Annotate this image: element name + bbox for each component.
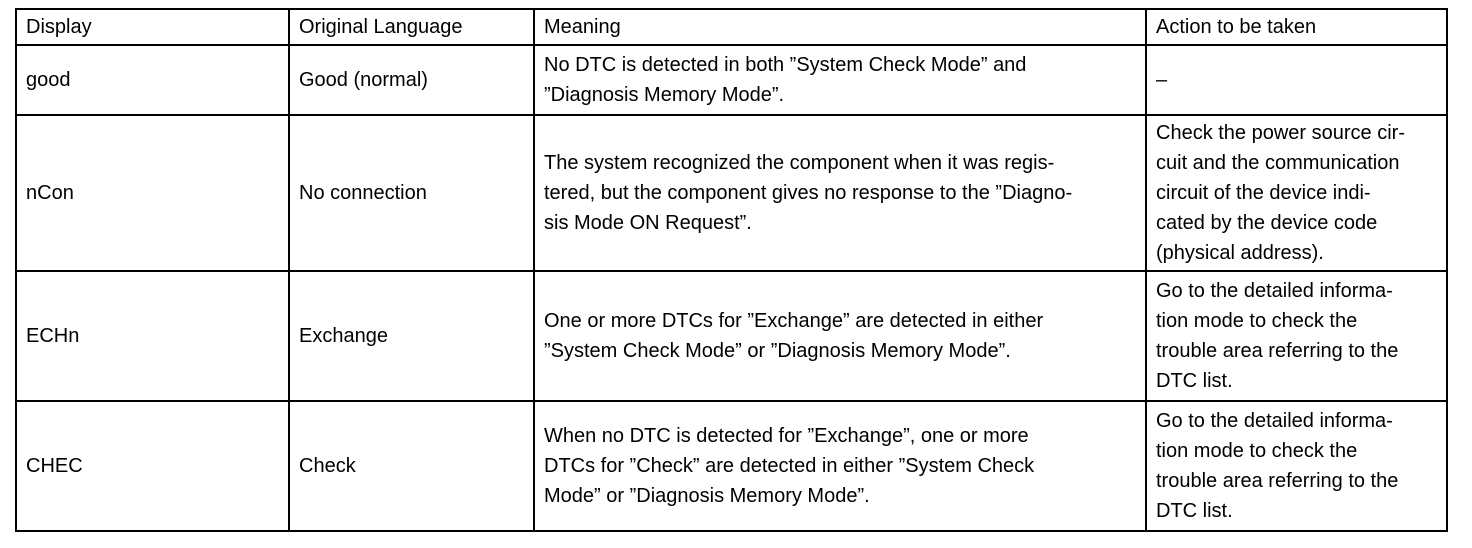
- dtc-display-table: Display Original Language Meaning Action…: [15, 8, 1448, 532]
- cell-display: ECHn: [15, 270, 290, 402]
- table-row: ECHn Exchange One or more DTCs for ”Exch…: [15, 270, 1448, 402]
- table-row: CHEC Check When no DTC is detected for ”…: [15, 400, 1448, 532]
- cell-action: Check the power source cir- cuit and the…: [1145, 114, 1448, 272]
- cell-action: –: [1145, 44, 1448, 116]
- header-meaning: Meaning: [533, 8, 1147, 46]
- header-action: Action to be taken: [1145, 8, 1448, 46]
- cell-meaning: No DTC is detected in both ”System Check…: [533, 44, 1147, 116]
- cell-original-language: Exchange: [288, 270, 535, 402]
- cell-meaning: The system recognized the component when…: [533, 114, 1147, 272]
- cell-display: nCon: [15, 114, 290, 272]
- cell-meaning: One or more DTCs for ”Exchange” are dete…: [533, 270, 1147, 402]
- table-row: nCon No connection The system recognized…: [15, 114, 1448, 272]
- table-row: good Good (normal) No DTC is detected in…: [15, 44, 1448, 116]
- cell-action: Go to the detailed informa- tion mode to…: [1145, 270, 1448, 402]
- cell-display: good: [15, 44, 290, 116]
- cell-original-language: No connection: [288, 114, 535, 272]
- cell-meaning: When no DTC is detected for ”Exchange”, …: [533, 400, 1147, 532]
- header-original-language: Original Language: [288, 8, 535, 46]
- table-header-row: Display Original Language Meaning Action…: [15, 8, 1448, 46]
- cell-original-language: Good (normal): [288, 44, 535, 116]
- cell-original-language: Check: [288, 400, 535, 532]
- cell-action: Go to the detailed informa- tion mode to…: [1145, 400, 1448, 532]
- cell-display: CHEC: [15, 400, 290, 532]
- header-display: Display: [15, 8, 290, 46]
